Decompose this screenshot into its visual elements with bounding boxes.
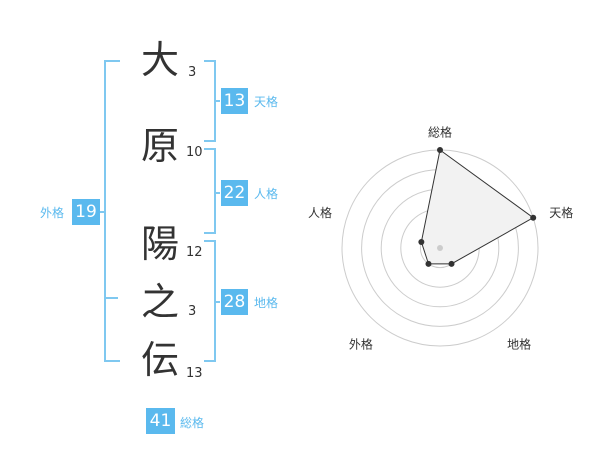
stroke-count-3: 12 [186, 245, 203, 260]
stroke-count-2: 10 [186, 145, 203, 160]
gaikaku-label: 外格 [40, 206, 65, 220]
soukaku-value-badge: 41 [146, 408, 175, 434]
name-char-1: 大 [140, 38, 179, 82]
radar-data-points [418, 147, 537, 267]
chikaku-label: 地格 [254, 296, 279, 310]
name-char-3: 陽 [140, 222, 179, 266]
radar-chart: 総格 天格 地格 外格 人格 [308, 124, 573, 351]
tenkaku-bracket [204, 60, 216, 142]
radar-data-point [418, 238, 425, 245]
radar-label-soukaku: 総格 [428, 124, 452, 139]
jinkaku-label: 人格 [254, 187, 279, 201]
radar-data-point [425, 260, 432, 267]
stroke-count-5: 13 [186, 366, 203, 381]
gaikaku-bracket [104, 60, 120, 362]
chikaku-value-badge: 28 [221, 289, 248, 315]
tenkaku-label: 天格 [254, 95, 279, 109]
tenkaku-bracket-stub [216, 100, 220, 102]
chikaku-bracket [204, 240, 216, 362]
name-char-2: 原 [140, 124, 179, 168]
radar-data-point [448, 260, 455, 267]
radar-label-tenkaku: 天格 [549, 205, 573, 220]
chikaku-bracket-stub [216, 301, 220, 303]
radar-label-jinkaku: 人格 [308, 205, 332, 220]
stroke-count-4: 3 [188, 304, 197, 319]
jinkaku-bracket [204, 148, 216, 234]
radar-data-polygon [420, 149, 535, 265]
jinkaku-value-badge: 22 [221, 180, 248, 206]
gaikaku-bracket-tick [104, 297, 118, 299]
radar-center-dot [437, 245, 443, 251]
soukaku-label: 総格 [180, 416, 205, 430]
radar-data-point [437, 147, 443, 153]
radar-axis-labels: 総格 天格 地格 外格 人格 [308, 124, 573, 351]
radar-data-point [530, 214, 537, 221]
radar-label-gaikaku: 外格 [349, 337, 373, 352]
gaikaku-value-badge: 19 [72, 199, 100, 225]
name-char-5: 伝 [140, 338, 179, 382]
name-char-4: 之 [140, 280, 179, 324]
radar-label-chikaku: 地格 [507, 337, 531, 352]
tenkaku-value-badge: 13 [221, 88, 248, 114]
stroke-count-1: 3 [188, 65, 197, 80]
jinkaku-bracket-stub [216, 192, 220, 194]
